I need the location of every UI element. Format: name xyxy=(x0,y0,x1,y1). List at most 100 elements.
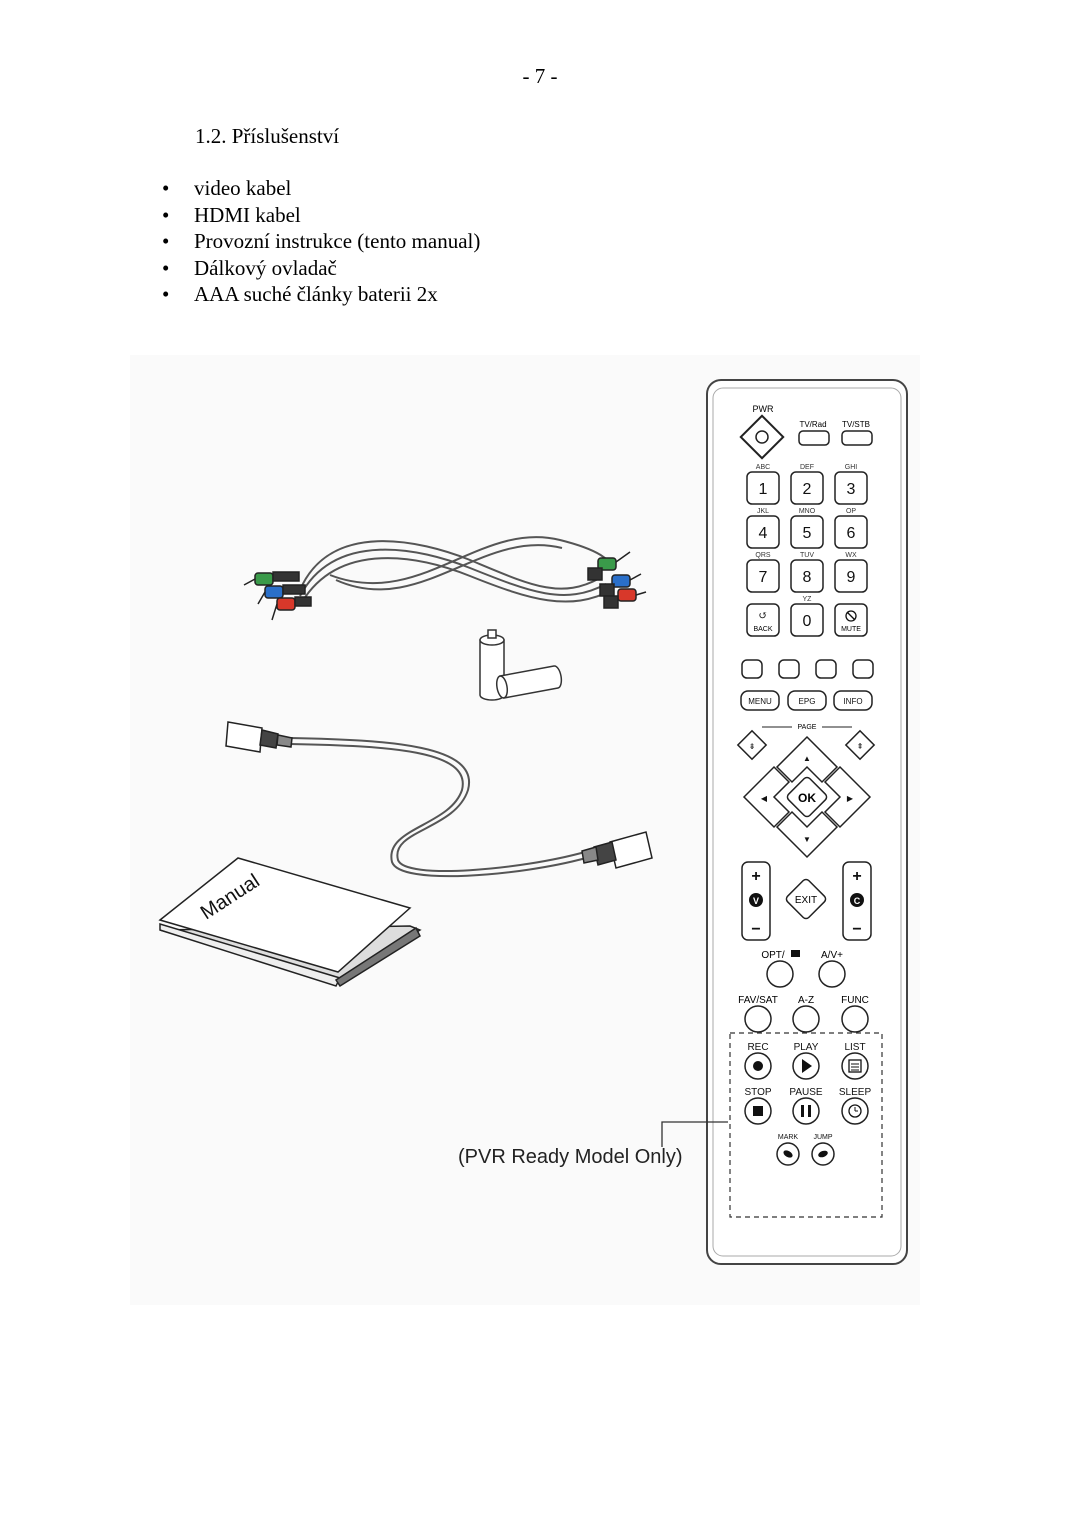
green-plug-icon xyxy=(254,572,274,586)
arrow-left-icon: ◀ xyxy=(761,794,768,803)
digit-label: 8 xyxy=(803,569,812,586)
fav-sat-button[interactable] xyxy=(744,1005,772,1033)
keypad-letters: QRS xyxy=(755,552,771,559)
keypad-letters: TUV xyxy=(800,552,814,559)
a-z-button[interactable] xyxy=(792,1005,820,1033)
mark-icon xyxy=(783,1150,793,1158)
volume-icon xyxy=(749,893,763,907)
red-plug-icon xyxy=(276,597,296,611)
pvr-note: (PVR Ready Model Only) xyxy=(458,1146,683,1168)
list-item-text: HDMI kabel xyxy=(194,202,301,227)
power-button[interactable] xyxy=(739,414,785,460)
digit-3-button[interactable] xyxy=(834,471,868,505)
av-button[interactable] xyxy=(818,960,846,988)
keypad-letters: JKL xyxy=(757,508,769,515)
digit-5-button[interactable] xyxy=(790,515,824,549)
color-key-green-button[interactable] xyxy=(778,659,800,679)
blue-plug-icon xyxy=(264,585,284,599)
bullet-icon: • xyxy=(162,282,170,306)
list-item-text: Dálkový ovladač xyxy=(194,255,337,280)
arrow-right-icon: ▶ xyxy=(847,794,854,803)
pause-label: PAUSE xyxy=(789,1087,822,1098)
list-item-text: video kabel xyxy=(194,176,292,200)
exit-label: EXIT xyxy=(795,895,817,906)
keypad-letters: OP xyxy=(846,508,856,515)
hdmi-plug-icon xyxy=(225,721,263,753)
power-icon xyxy=(755,430,769,444)
digit-label: 2 xyxy=(803,481,812,498)
subtitle-icon xyxy=(791,950,800,957)
hdmi-plugs xyxy=(225,721,653,869)
nav-right-button[interactable] xyxy=(823,765,872,829)
page-down-button[interactable] xyxy=(736,729,768,761)
tv-stb-button[interactable] xyxy=(841,430,873,446)
digit-label: 0 xyxy=(803,613,812,630)
color-key-red-button[interactable] xyxy=(741,659,763,679)
volume-down-icon: − xyxy=(751,921,760,938)
blue-plug-icon xyxy=(611,574,631,588)
remote-control-illustration: PWR TV/Rad TV/STB ABC DEF GHI JKL MNO OP… xyxy=(706,379,908,1265)
nav-up-button[interactable] xyxy=(775,735,839,784)
keypad-letter-labels: ABC DEF GHI JKL MNO OP QRS TUV WX YZ xyxy=(755,464,857,603)
exit-button[interactable] xyxy=(785,878,827,920)
menu-label: MENU xyxy=(748,697,772,706)
page-up-button[interactable] xyxy=(844,729,876,761)
tv-radio-button[interactable] xyxy=(798,430,830,446)
digit-label: 6 xyxy=(847,525,856,542)
bullet-icon: • xyxy=(162,176,170,200)
digit-label: 4 xyxy=(759,525,768,542)
digit-6-button[interactable] xyxy=(834,515,868,549)
tv-stb-label: TV/STB xyxy=(842,420,870,429)
list-item-text: Provozní instrukce (tento manual) xyxy=(194,229,481,253)
opt-button[interactable] xyxy=(766,960,794,988)
nav-left-button[interactable] xyxy=(742,765,791,829)
func-label: FUNC xyxy=(841,995,869,1006)
mute-button[interactable] xyxy=(834,603,868,637)
keypad-letters: GHI xyxy=(845,464,858,471)
ok-label: OK xyxy=(798,791,816,805)
digit-label: 9 xyxy=(847,569,856,586)
color-key-blue-button[interactable] xyxy=(852,659,874,679)
tv-radio-label: TV/Rad xyxy=(799,420,826,429)
digit-2-button[interactable] xyxy=(790,471,824,505)
mute-icon xyxy=(845,610,857,622)
digit-0-button[interactable] xyxy=(790,603,824,637)
digit-1-button[interactable] xyxy=(746,471,780,505)
mark-label: MARK xyxy=(778,1134,799,1141)
red-plug-icon xyxy=(617,588,637,602)
digit-7-button[interactable] xyxy=(746,559,780,593)
list-item: • video kabel xyxy=(162,175,480,202)
ok-button[interactable] xyxy=(786,776,828,818)
rca-plugs-right xyxy=(587,551,647,609)
bullet-icon: • xyxy=(162,202,170,227)
channel-up-icon: + xyxy=(852,868,861,885)
back-button[interactable] xyxy=(746,603,780,637)
jump-icon xyxy=(818,1150,828,1158)
batteries-illustration xyxy=(479,629,563,701)
list-icon xyxy=(848,1059,862,1073)
rca-plugs-left xyxy=(243,571,312,621)
digit-label: 1 xyxy=(759,481,768,498)
keypad-letters: ABC xyxy=(756,464,770,471)
digit-4-button[interactable] xyxy=(746,515,780,549)
list-button[interactable] xyxy=(841,1052,869,1080)
func-button[interactable] xyxy=(841,1005,869,1033)
digit-8-button[interactable] xyxy=(790,559,824,593)
color-key-yellow-button[interactable] xyxy=(815,659,837,679)
stop-label: STOP xyxy=(744,1087,771,1098)
back-label: BACK xyxy=(753,626,772,633)
page-number: - 7 - xyxy=(522,64,558,88)
list-label: LIST xyxy=(844,1042,865,1053)
menu-button[interactable] xyxy=(740,690,780,711)
page-label: PAGE xyxy=(798,724,817,731)
digit-label: 3 xyxy=(847,481,856,498)
nav-down-button[interactable] xyxy=(775,810,839,859)
a-z-label: A-Z xyxy=(798,995,814,1006)
info-button[interactable] xyxy=(833,690,873,711)
epg-button[interactable] xyxy=(787,690,827,711)
info-label: INFO xyxy=(843,697,862,706)
manual-booklet-illustration: Manual xyxy=(158,857,422,988)
digit-9-button[interactable] xyxy=(834,559,868,593)
pause-button[interactable] xyxy=(792,1097,820,1125)
section-heading: 1.2. Příslušenství xyxy=(195,124,340,148)
